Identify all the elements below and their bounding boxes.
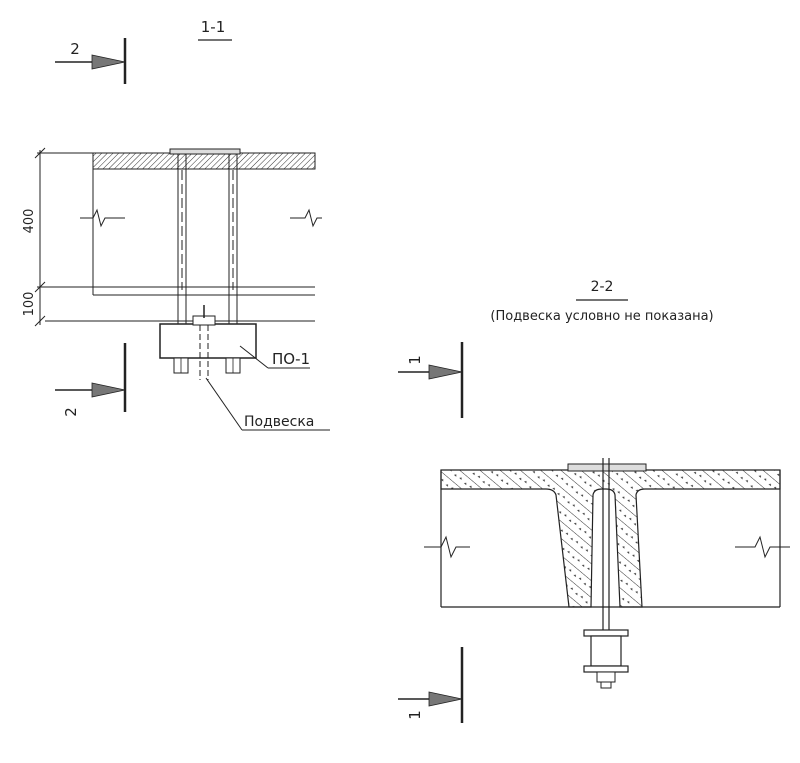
concrete-section [424,458,790,689]
section-2-2-subtitle: (Подвеска условно не показана) [490,309,713,324]
concrete-hatch [440,469,781,608]
slab-outline [37,152,322,322]
dimension-400: 400 [22,209,37,234]
section-arrow-top-2: 2 [55,38,127,84]
arrow-label-bottom: 2 [62,407,80,417]
break-line-2-left [424,535,470,559]
break-line-right [290,208,322,228]
callout-po-1: ПО-1 [239,345,310,369]
section-arrow-top-1: 1 [398,342,464,418]
arrow-label-top: 2 [70,40,80,58]
arrow-label-top-1: 1 [406,355,424,365]
hanger-rods [169,148,241,325]
section-2-2: 2-2 (Подвеска условно не показана) 1 [398,279,790,723]
callout-hanger: Подвеска [205,377,330,431]
slab-top-hatch [92,152,316,170]
callout-po-1-label: ПО-1 [272,350,310,368]
break-line-left [80,208,125,228]
dimension-chain: 400 100 [22,147,46,327]
dimension-100: 100 [22,292,37,317]
arrow-label-bottom-1: 1 [406,710,424,720]
section-1-1-title: 1-1 [201,18,226,36]
section-2-2-title: 2-2 [591,279,614,295]
section-arrow-bottom-2: 2 [55,343,127,417]
callout-hanger-label: Подвеска [244,414,314,430]
section-arrow-bottom-1: 1 [398,647,464,723]
plate-po-1 [159,305,257,380]
break-line-2-right [735,535,790,559]
section-1-1: 1-1 2 400 100 [22,18,330,431]
